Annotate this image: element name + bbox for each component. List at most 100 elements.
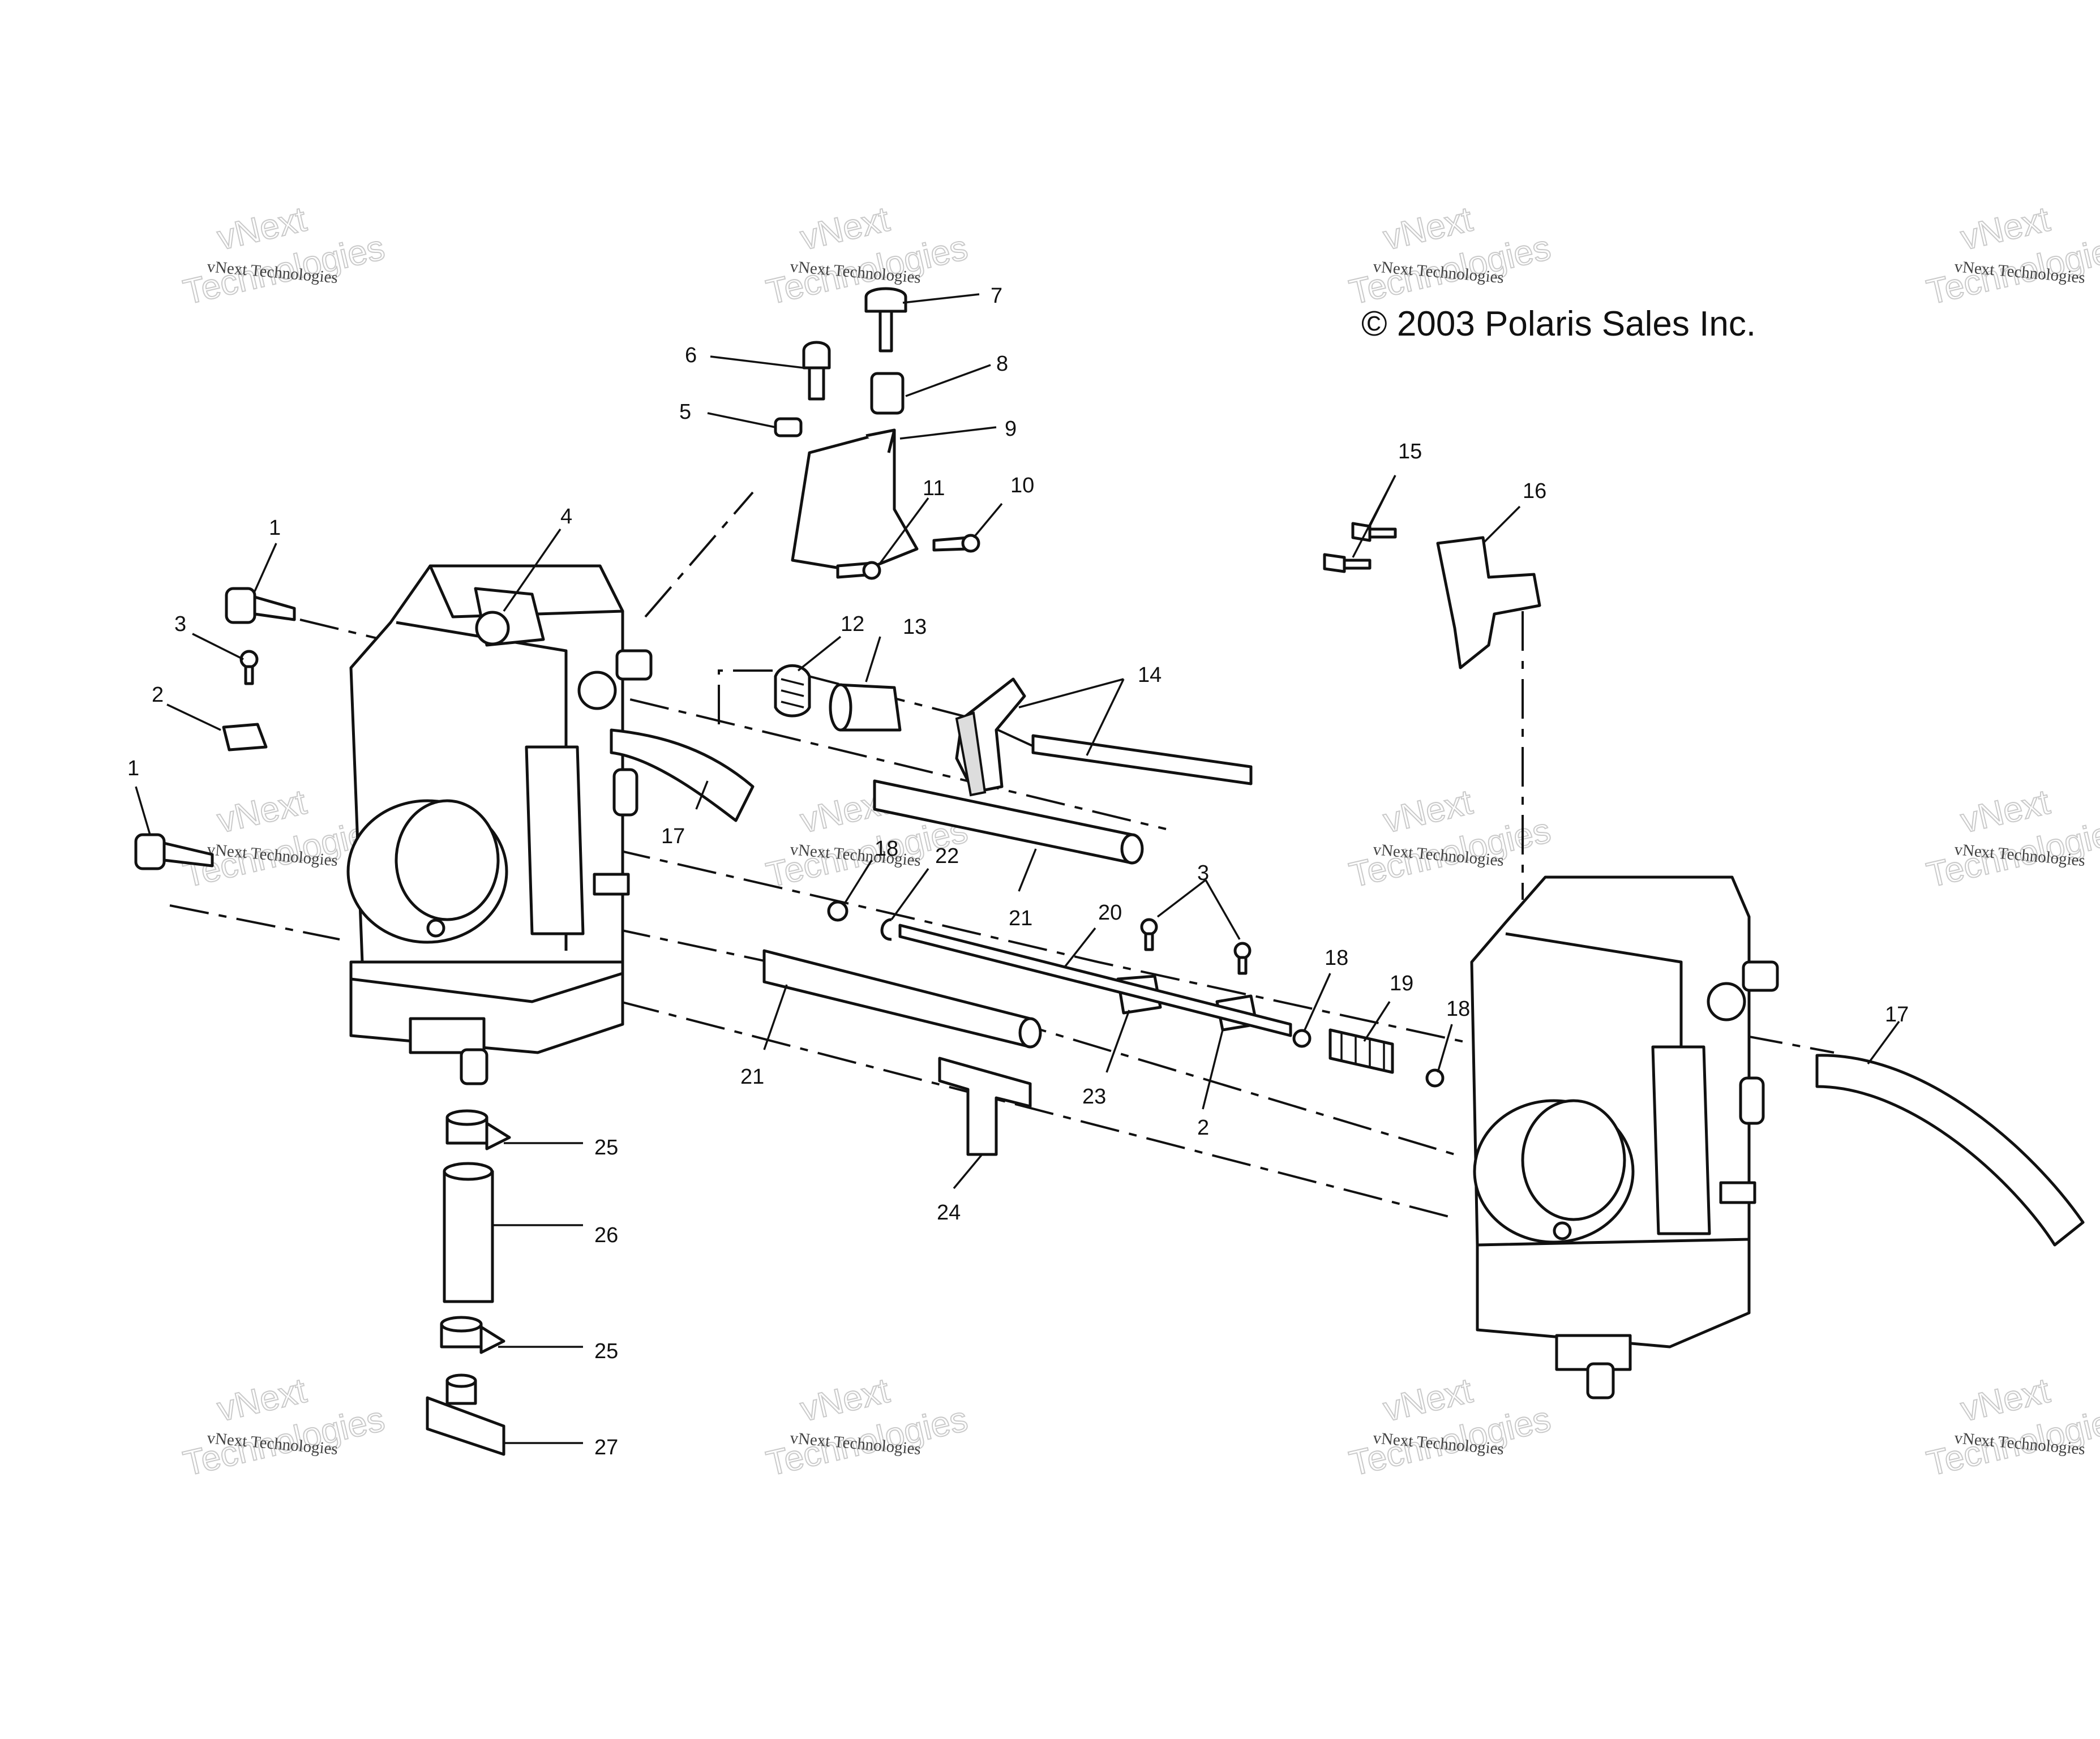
leader-18b <box>1304 973 1331 1030</box>
watermark-8: vNext Technologies <box>1923 782 2100 896</box>
lever-14-side <box>955 711 987 797</box>
clamp-25-bottom-tab <box>479 1325 505 1354</box>
screw-7-shank <box>878 310 893 353</box>
screw-3-left <box>239 650 259 669</box>
callout-3a: 3 <box>174 612 186 636</box>
right-carb-nipple-top <box>1742 960 1779 992</box>
leader-16 <box>1482 505 1521 544</box>
washer-18-mid <box>1292 1029 1312 1048</box>
left-carb-side-fitting <box>612 768 638 817</box>
callout-7: 7 <box>991 284 1002 308</box>
callout-5: 5 <box>679 400 691 424</box>
leader-3b2 <box>1205 879 1241 940</box>
callout-labels: 1 1 2 2 3 3 4 5 6 7 8 9 10 11 12 13 14 1… <box>127 284 1909 1459</box>
watermark-4: vNext Technologies <box>1923 199 2100 313</box>
callout-18c: 18 <box>1446 997 1470 1021</box>
callout-15: 15 <box>1398 440 1422 463</box>
callout-13: 13 <box>903 615 927 639</box>
left-carb-pilot-jet <box>475 611 510 646</box>
left-carb-nipple-top <box>615 649 653 681</box>
callout-16: 16 <box>1523 479 1546 503</box>
screw-15-b-head <box>1323 553 1346 573</box>
callout-18b: 18 <box>1325 946 1348 970</box>
bolt-1-bottom-shank <box>162 841 214 868</box>
left-carburetor <box>346 564 755 1085</box>
leader-14a <box>1018 678 1124 709</box>
callout-23: 23 <box>1082 1085 1106 1109</box>
dash-line-bracket <box>644 491 754 618</box>
watermark-3: vNext Technologies <box>1345 199 1555 313</box>
screw-15-b-shank <box>1343 559 1372 570</box>
throttle-parts <box>774 664 1253 797</box>
leader-3b1 <box>1156 879 1207 918</box>
clamp-2-left <box>222 723 268 752</box>
leader-13 <box>865 636 881 682</box>
leader-8 <box>905 364 991 397</box>
left-carb-hose-17 <box>610 728 755 822</box>
left-carb-side-pipe <box>525 745 585 935</box>
tubes-and-shaft <box>762 779 1445 1156</box>
screw-3-mid-b <box>1233 942 1252 960</box>
callout-19: 19 <box>1390 972 1413 995</box>
dash-line-right-hose <box>1743 1034 1835 1054</box>
dash-line-mid <box>611 848 1540 1059</box>
screw-3-mid-a <box>1140 918 1158 936</box>
leader-7 <box>902 293 980 304</box>
leader-18c <box>1437 1024 1453 1073</box>
spring-5 <box>774 417 803 437</box>
callout-12: 12 <box>841 612 864 636</box>
screw-3-mid-b-shank <box>1237 956 1248 975</box>
watermark-7: vNext Technologies <box>1345 782 1555 896</box>
right-carb-drain-nipple <box>1586 1362 1615 1399</box>
leader-5 <box>707 412 776 428</box>
callout-8: 8 <box>996 352 1008 376</box>
leader-6 <box>710 355 804 369</box>
right-carburetor <box>1470 875 1779 1399</box>
leader-17a <box>695 780 709 810</box>
leader-2b <box>1202 1029 1224 1110</box>
watermark-12: vNext Technologies <box>1923 1371 2100 1484</box>
shaft-14 <box>1031 734 1253 785</box>
callout-20: 20 <box>1098 901 1122 925</box>
bracket-16 <box>1436 536 1541 669</box>
clamp-25-top-tab <box>485 1122 511 1150</box>
right-carb-bore-screw <box>1553 1221 1572 1240</box>
leader-18a <box>842 860 873 906</box>
callout-1a: 1 <box>269 516 281 540</box>
screw-10-head <box>961 534 980 553</box>
hose-26 <box>443 1170 494 1303</box>
leader-3a <box>192 633 244 660</box>
leader-20 <box>1063 927 1096 969</box>
tee-24 <box>938 1057 1032 1156</box>
leader-23 <box>1105 1010 1130 1073</box>
callout-21a: 21 <box>1009 907 1032 930</box>
callout-2b: 2 <box>1197 1116 1209 1140</box>
screw-15-a-head <box>1351 522 1372 542</box>
tube-21-lower <box>762 949 1032 1049</box>
callout-6: 6 <box>685 343 697 367</box>
left-carb-bowl-edge <box>350 972 623 1003</box>
bolts-1 <box>134 587 296 870</box>
screw-6-head <box>802 341 831 370</box>
tee-27 <box>426 1396 505 1456</box>
top-bracket-assembly <box>774 287 980 580</box>
left-carb-idle-screw <box>593 873 630 896</box>
tube-21-lower-end <box>1018 1017 1042 1049</box>
leader-lines <box>135 293 1900 1444</box>
clip-22 <box>880 918 892 941</box>
clamp-25-top-rim <box>445 1109 488 1126</box>
copyright-notice: © 2003 Polaris Sales Inc. <box>1361 304 1756 343</box>
callout-14: 14 <box>1138 663 1162 687</box>
leader-9 <box>899 426 997 440</box>
callout-1b: 1 <box>127 757 139 780</box>
leader-1b <box>135 786 151 835</box>
watermark-9: vNext Technologies <box>179 1371 389 1484</box>
right-carb-boss <box>1707 982 1746 1021</box>
screw-3-mid-a-shank <box>1144 932 1154 951</box>
washer-18-left <box>827 900 848 922</box>
callout-18a: 18 <box>875 837 898 861</box>
spring-12-coils <box>781 678 804 709</box>
screw-6-shank <box>808 366 825 401</box>
